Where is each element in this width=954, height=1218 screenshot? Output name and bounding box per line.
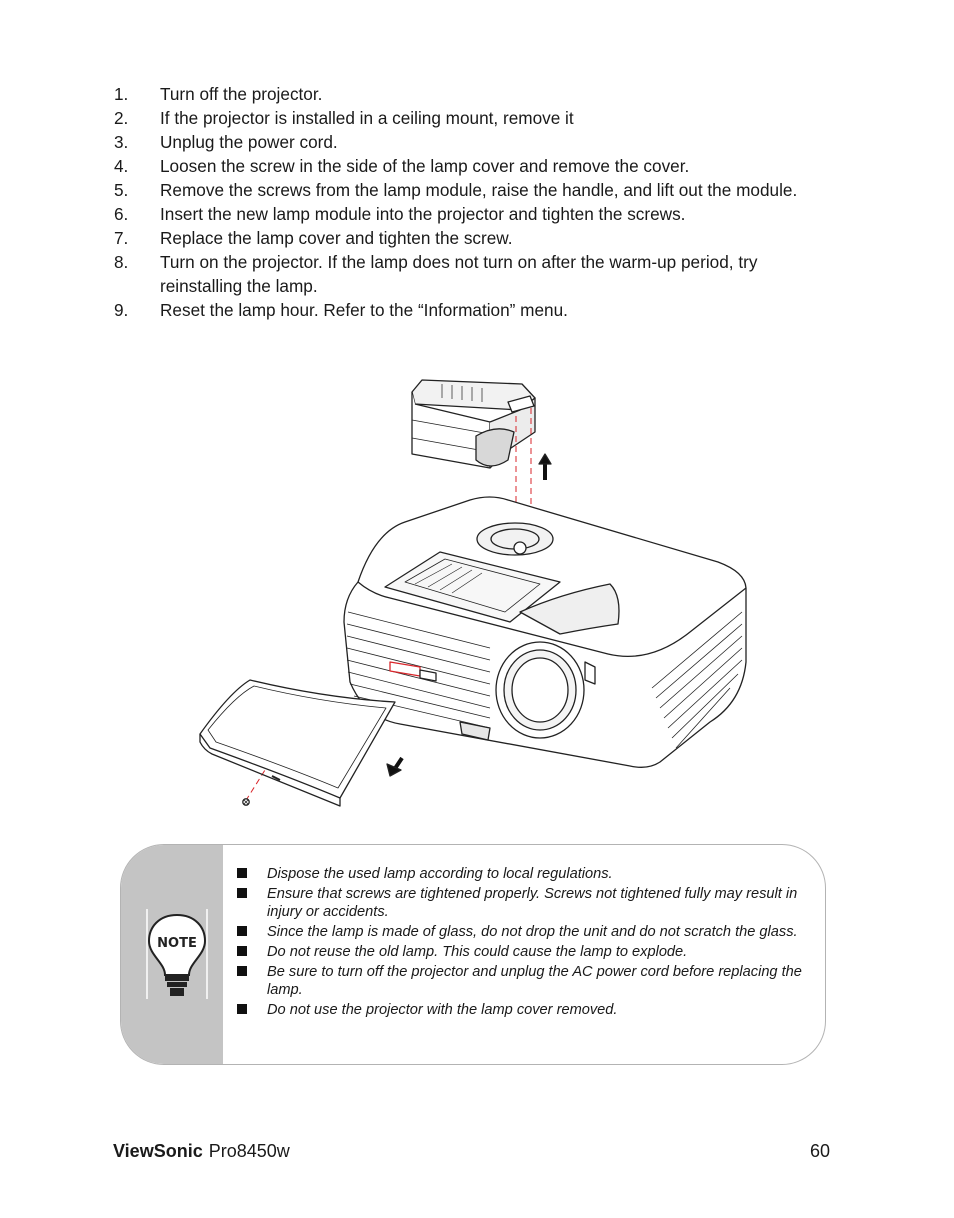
bullet-square-icon: [237, 926, 247, 936]
model-name: Pro8450w: [208, 1141, 290, 1161]
step-text: If the projector is installed in a ceili…: [160, 108, 574, 128]
note-item: Ensure that screws are tightened properl…: [235, 885, 807, 921]
lamp-module: [411, 379, 536, 469]
step-number: 5.: [114, 180, 129, 200]
step-4: 4. Loosen the screw in the side of the la…: [114, 154, 834, 178]
bullet-square-icon: [237, 966, 247, 976]
step-text: Loosen the screw in the side of the lamp…: [160, 156, 690, 176]
note-icon-label: NOTE: [157, 936, 197, 951]
step-text: Replace the lamp cover and tighten the s…: [160, 228, 513, 248]
note-item: Dispose the used lamp according to local…: [235, 865, 807, 883]
note-bulb-icon: NOTE: [146, 909, 208, 999]
note-item: Do not use the projector with the lamp c…: [235, 1001, 807, 1019]
step-7: 7. Replace the lamp cover and tighten the…: [114, 226, 834, 250]
note-text: Do not use the projector with the lamp c…: [267, 1002, 618, 1018]
note-text: Dispose the used lamp according to local…: [267, 866, 613, 882]
note-item: Since the lamp is made of glass, do not …: [235, 923, 807, 941]
step-text: Turn on the projector. If the lamp does …: [160, 252, 758, 296]
step-number: 3.: [114, 132, 129, 152]
projector-body: [343, 496, 747, 768]
lamp-replacement-illustration: [199, 379, 747, 807]
bullet-square-icon: [237, 1004, 247, 1014]
step-number: 9.: [114, 300, 129, 320]
note-text: Ensure that screws are tightened properl…: [267, 886, 798, 920]
lift-arrow-icon: [538, 453, 552, 480]
step-text: Reset the lamp hour. Refer to the “Infor…: [160, 300, 568, 320]
screw-icon: [242, 798, 250, 806]
bullet-square-icon: [237, 868, 247, 878]
step-6: 6. Insert the new lamp module into the pr…: [114, 202, 834, 226]
note-item: Be sure to turn off the projector and un…: [235, 963, 807, 999]
step-text: Unplug the power cord.: [160, 132, 338, 152]
projector-lens: [495, 641, 585, 739]
step-8: 8. Turn on the projector. If the lamp doe…: [114, 250, 834, 298]
step-text: Remove the screws from the lamp module, …: [160, 180, 798, 200]
step-5: 5. Remove the screws from the lamp module…: [114, 178, 834, 202]
instruction-steps: 1. Turn off the projector. 2. If the proje…: [114, 82, 834, 322]
note-text: Be sure to turn off the projector and un…: [267, 964, 802, 998]
bullet-square-icon: [237, 946, 247, 956]
note-list: Dispose the used lamp according to local…: [235, 865, 807, 1021]
step-1: 1. Turn off the projector.: [114, 82, 834, 106]
step-number: 6.: [114, 204, 129, 224]
step-2: 2. If the projector is installed in a cei…: [114, 106, 834, 130]
step-number: 4.: [114, 156, 129, 176]
page-number: 60: [809, 1141, 830, 1161]
note-text: Do not reuse the old lamp. This could ca…: [267, 944, 688, 960]
step-9: 9. Reset the lamp hour. Refer to the “Inf…: [114, 298, 834, 322]
lamp-cover: [199, 679, 396, 807]
step-text: Turn off the projector.: [160, 84, 323, 104]
brand-name: ViewSonic: [113, 1141, 203, 1161]
step-number: 7.: [114, 228, 129, 248]
bullet-square-icon: [237, 888, 247, 898]
step-text: Insert the new lamp module into the proj…: [160, 204, 686, 224]
step-number: 2.: [114, 108, 129, 128]
remove-cover-arrow-icon: [386, 756, 404, 777]
note-item: Do not reuse the old lamp. This could ca…: [235, 943, 807, 961]
step-number: 8.: [114, 252, 129, 272]
note-panel: NOTE Dispose the used lamp according to …: [120, 844, 826, 1065]
note-text: Since the lamp is made of glass, do not …: [267, 924, 798, 940]
step-3: 3. Unplug the power cord.: [114, 130, 834, 154]
step-number: 1.: [114, 84, 129, 104]
